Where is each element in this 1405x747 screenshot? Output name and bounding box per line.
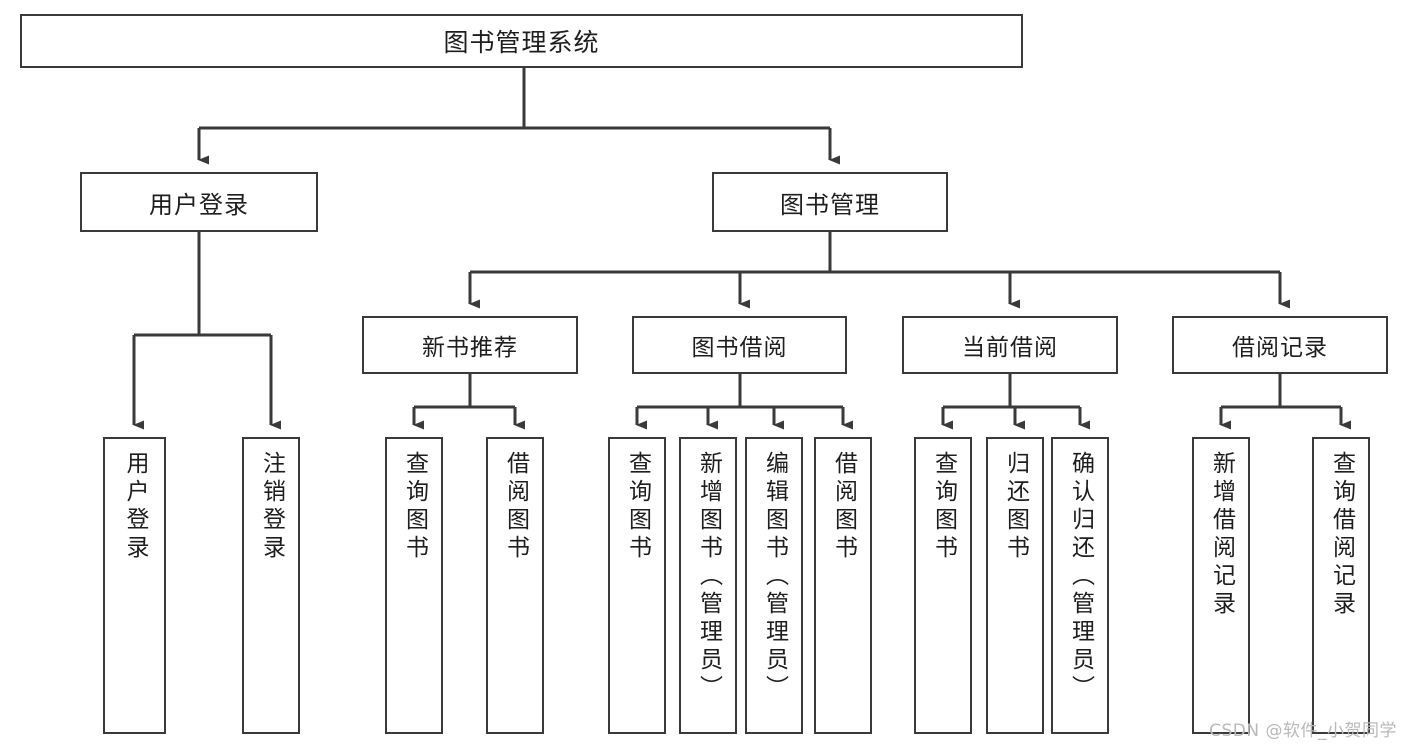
node-leaf-confirm-return-label: 确认归还（管理员）	[1067, 451, 1094, 703]
node-leaf-query-book-3[interactable]: 查询图书	[914, 437, 972, 734]
node-leaf-query-book-2-label: 查询图书	[624, 451, 651, 563]
node-leaf-add-record-label: 新增借阅记录	[1208, 451, 1235, 619]
node-book-borrow-label: 图书借阅	[691, 335, 788, 361]
edges-bookmanage-to-level3	[468, 232, 1290, 309]
node-leaf-return-book[interactable]: 归还图书	[986, 437, 1044, 734]
node-leaf-borrow-book-1[interactable]: 借阅图书	[486, 437, 544, 734]
node-leaf-add-book[interactable]: 新增图书（管理员）	[679, 437, 737, 734]
node-current-borrow-label: 当前借阅	[962, 335, 1058, 361]
node-leaf-query-book-2[interactable]: 查询图书	[608, 437, 666, 734]
node-leaf-user-login[interactable]: 用户登录	[103, 437, 166, 734]
edges-userlogin-to-leaves	[132, 232, 281, 430]
node-borrow-record[interactable]: 借阅记录	[1172, 316, 1388, 374]
node-leaf-query-book-1[interactable]: 查询图书	[385, 437, 443, 734]
node-leaf-return-book-label: 归还图书	[1002, 451, 1029, 563]
node-leaf-borrow-book-2[interactable]: 借阅图书	[814, 437, 872, 734]
edges-currentborrow-to-leaves	[941, 374, 1090, 430]
node-book-borrow[interactable]: 图书借阅	[632, 316, 847, 374]
node-leaf-query-book-3-label: 查询图书	[930, 451, 957, 563]
node-leaf-query-record[interactable]: 查询借阅记录	[1312, 437, 1370, 734]
edges-bookborrow-to-leaves	[635, 374, 853, 430]
node-new-book-recommend-label: 新书推荐	[422, 335, 518, 361]
node-leaf-query-book-1-label: 查询图书	[401, 451, 428, 563]
node-user-login[interactable]: 用户登录	[80, 172, 318, 232]
node-root-label: 图书管理系统	[443, 28, 600, 57]
node-leaf-query-record-label: 查询借阅记录	[1328, 451, 1355, 619]
node-leaf-confirm-return[interactable]: 确认归还（管理员）	[1051, 437, 1109, 734]
node-leaf-edit-book[interactable]: 编辑图书（管理员）	[745, 437, 803, 734]
node-leaf-add-book-label: 新增图书（管理员）	[695, 451, 722, 703]
node-leaf-logout-label: 注销登录	[258, 451, 285, 563]
edges-root-to-level2	[197, 68, 840, 165]
node-leaf-add-record[interactable]: 新增借阅记录	[1192, 437, 1250, 734]
node-leaf-logout[interactable]: 注销登录	[242, 437, 300, 734]
node-book-manage[interactable]: 图书管理	[712, 172, 948, 232]
node-book-manage-label: 图书管理	[780, 190, 880, 219]
edges-newbook-to-leaves	[412, 374, 525, 430]
node-borrow-record-label: 借阅记录	[1232, 335, 1328, 361]
node-new-book-recommend[interactable]: 新书推荐	[362, 316, 578, 374]
node-leaf-borrow-book-1-label: 借阅图书	[502, 451, 529, 563]
node-leaf-borrow-book-2-label: 借阅图书	[830, 451, 857, 563]
node-leaf-user-login-label: 用户登录	[122, 451, 148, 563]
edges-borrowrecord-to-leaves	[1219, 374, 1351, 430]
csdn-watermark: CSDN @软件_小贺同学	[1209, 721, 1397, 741]
node-leaf-edit-book-label: 编辑图书（管理员）	[761, 451, 788, 703]
node-current-borrow[interactable]: 当前借阅	[902, 316, 1118, 374]
node-user-login-label: 用户登录	[149, 190, 249, 219]
node-root-system[interactable]: 图书管理系统	[20, 14, 1023, 68]
